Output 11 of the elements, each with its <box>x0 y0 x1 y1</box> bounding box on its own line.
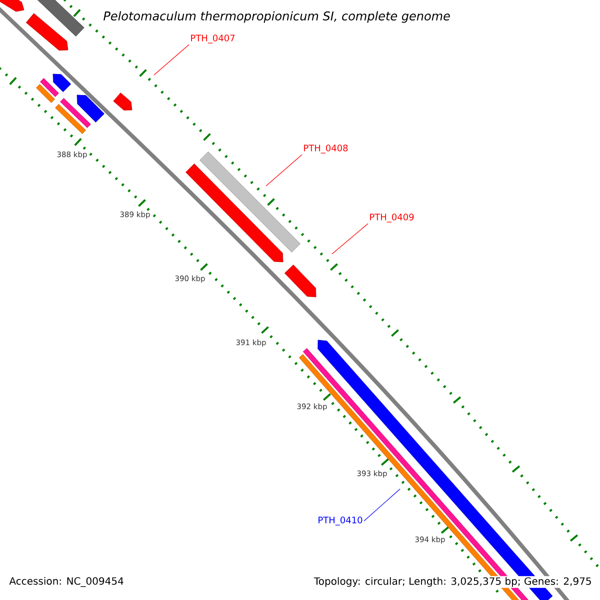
title: Pelotomaculum thermopropionicum SI, complete genome <box>104 11 450 23</box>
gene-label: PTH_0407 <box>191 34 235 44</box>
gene-label: PTH_0408 <box>304 144 348 154</box>
gene-label: PTH_0410 <box>318 516 362 526</box>
info-text: Topology: circular; Length: 3,025,375 bp; Genes: 2,975 <box>312 576 593 588</box>
leader-line <box>154 44 190 76</box>
info-text: Accession: NC_009454 <box>9 577 124 587</box>
leader-line <box>332 223 368 254</box>
leader-line <box>364 488 400 522</box>
leader-line <box>266 154 302 186</box>
gene-label: PTH_0409 <box>370 214 414 222</box>
